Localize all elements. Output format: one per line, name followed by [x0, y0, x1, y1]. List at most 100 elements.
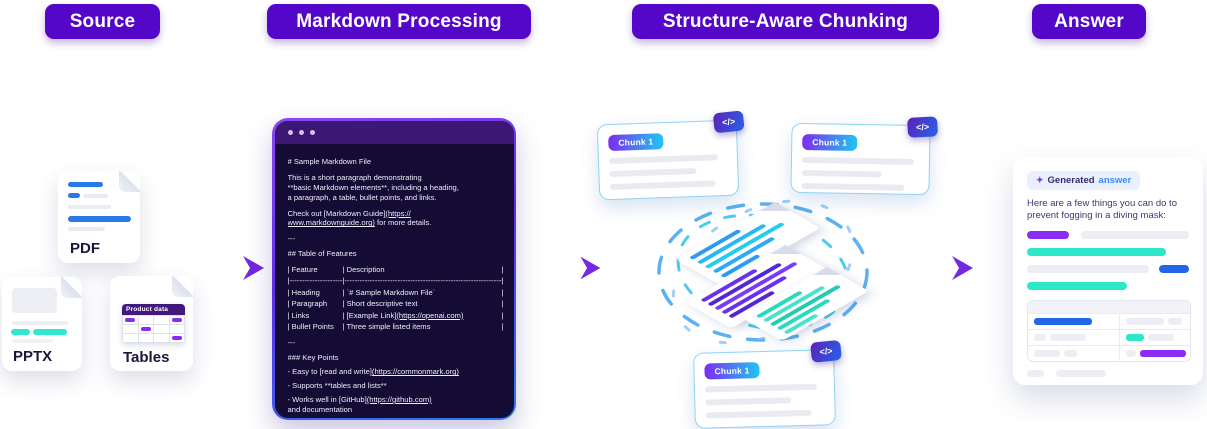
stage-badge-markdown-processing: Markdown Processing: [267, 4, 531, 39]
placeholder-line: [801, 156, 915, 165]
placeholder-pill: [1126, 334, 1145, 341]
pill-row: [1027, 282, 1189, 290]
chunk-badge: Chunk 1: [608, 133, 664, 152]
answer-table-header: [1028, 301, 1190, 314]
placeholder-line: [608, 154, 718, 165]
chunk-badge: Chunk 1: [704, 362, 760, 380]
chunk-placeholder-lines: [608, 154, 728, 191]
placeholder-pill: [1081, 231, 1189, 239]
markdown-line: a paragraph, a table, bullet points, and…: [287, 192, 437, 202]
markdown-line: | Heading| `# Sample Markdown File`|: [287, 287, 504, 297]
placeholder-line: [11, 329, 30, 335]
markdown-line: - Easy to [read and write](https://commo…: [287, 367, 459, 377]
placeholder-line: [83, 194, 108, 198]
sparkle-icon: ✦: [1036, 175, 1044, 185]
markdown-line: ## Table of Features: [287, 249, 357, 259]
placeholder-line: [705, 397, 792, 406]
chunking-illustration: [657, 199, 869, 345]
markdown-line: **basic Markdown elements**, including a…: [287, 183, 459, 193]
markdown-line: ---: [287, 337, 296, 347]
window-dot-icon: [287, 129, 293, 135]
placeholder-pill: [1056, 370, 1106, 377]
window-dot-icon: [309, 129, 315, 135]
placeholder-pill: [1064, 350, 1077, 357]
stage-label: Source: [69, 10, 136, 32]
cell-value-pill: [140, 327, 151, 331]
code-icon: </>: [907, 116, 939, 138]
flow-arrow-icon: [904, 256, 973, 280]
placeholder-line: [68, 216, 131, 222]
generated-answer-badge: ✦ Generated answer: [1027, 171, 1141, 190]
markdown-line: # Sample Markdown File: [287, 156, 372, 166]
product-data-table: Product data: [122, 304, 185, 343]
placeholder-line: [801, 182, 905, 191]
flow-arrow-icon: [535, 256, 601, 280]
badge-text-generated: Generated: [1047, 175, 1095, 186]
placeholder-line: [12, 339, 53, 343]
markdown-line: ---: [287, 234, 296, 244]
chunk-placeholder-lines: [801, 156, 919, 191]
placeholder-line: [704, 383, 817, 393]
cell-value-pill: [125, 318, 136, 322]
pill-row: [1027, 231, 1189, 239]
chunk-card: </> Chunk 1: [596, 110, 745, 201]
pptx-document-icon: PPTX: [2, 277, 82, 371]
stage-label: Markdown Processing: [296, 10, 502, 32]
placeholder-line: [68, 205, 111, 209]
window-titlebar: [274, 120, 514, 144]
pill-row: [1027, 248, 1189, 256]
markdown-line: | Paragraph| Short descriptive text|: [287, 299, 504, 309]
cell-value-pill: [171, 318, 182, 322]
placeholder-line: [12, 321, 68, 325]
placeholder-line: [68, 182, 103, 187]
placeholder-pill: [1027, 282, 1127, 290]
code-icon: </>: [810, 339, 842, 363]
markdown-line: www.markdownguide.org) for more details.: [287, 218, 432, 228]
cell-value-pill: [171, 336, 182, 340]
placeholder-line: [705, 409, 812, 419]
folded-corner-icon: [119, 171, 140, 192]
folded-corner-icon: [172, 276, 193, 297]
image-placeholder: [12, 288, 57, 313]
markdown-line: |------------------------|--------------…: [287, 276, 504, 286]
code-icon: </>: [712, 110, 745, 134]
folded-corner-icon: [61, 277, 82, 298]
placeholder-pill: [1126, 318, 1165, 325]
placeholder-pill: [1126, 350, 1137, 357]
product-data-table-title: Product data: [122, 304, 185, 315]
placeholder-pill: [1148, 334, 1175, 341]
chunk-placeholder-lines: [704, 383, 825, 419]
pptx-label: PPTX: [13, 348, 53, 365]
answer-footer-pills: [1027, 370, 1189, 377]
flow-arrow-icon: [195, 256, 264, 280]
chunk-badge: Chunk 1: [802, 133, 858, 151]
markdown-line: - Works well in [GitHub](https://github.…: [287, 395, 432, 405]
placeholder-pill: [1050, 334, 1086, 341]
markdown-line: | Links| [Example Link](https://openai.c…: [287, 310, 504, 320]
markdown-line: ### Key Points: [287, 352, 339, 362]
placeholder-pill: [1034, 318, 1092, 325]
badge-text-answer: answer: [1098, 175, 1132, 186]
answer-table: [1027, 300, 1191, 362]
placeholder-line: [33, 329, 67, 335]
placeholder-pill: [1027, 370, 1044, 377]
placeholder-pill: [1168, 318, 1183, 325]
markdown-line: | Feature| Description|: [287, 264, 504, 274]
markdown-line: and documentation: [287, 404, 353, 414]
table-grid: [122, 315, 185, 343]
markdown-line: | Bullet Points| Three simple listed ite…: [287, 322, 504, 332]
placeholder-pill: [1034, 350, 1060, 357]
generated-answer-card: ✦ Generated answer Here are a few things…: [1013, 157, 1203, 385]
placeholder-pill: [1027, 231, 1069, 239]
placeholder-pill: [1034, 334, 1046, 341]
placeholder-line: [801, 169, 882, 178]
placeholder-pill: [1140, 350, 1187, 357]
window-dot-icon: [298, 129, 304, 135]
placeholder-line: [609, 168, 697, 178]
markdown-line: - Supports **tables and lists**: [287, 381, 387, 391]
chunk-card: </> Chunk 1: [790, 116, 939, 196]
placeholder-line: [609, 180, 717, 191]
